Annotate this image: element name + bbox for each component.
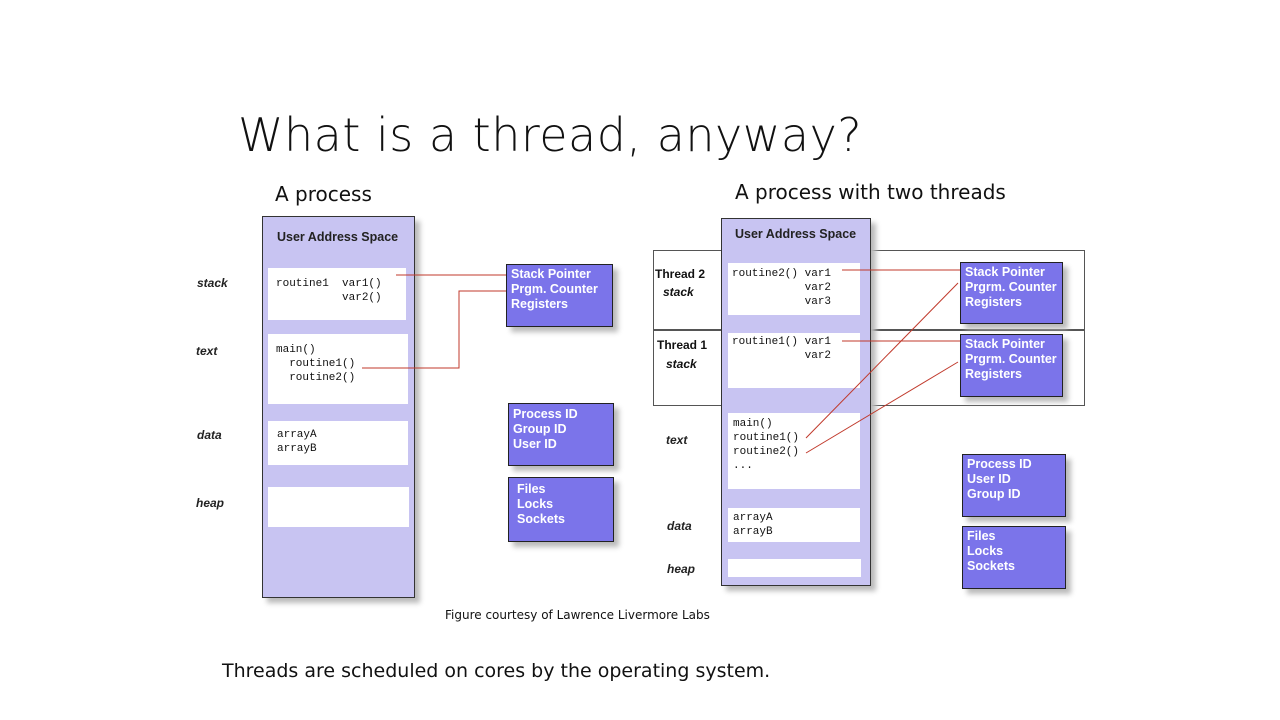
right-registers1-box: Stack Pointer Prgrm. Counter Registers	[960, 334, 1063, 397]
thread1-label: Thread 1	[657, 338, 708, 352]
left-ids-line: Group ID	[513, 422, 567, 436]
figure-caption: Figure courtesy of Lawrence Livermore La…	[445, 608, 710, 622]
left-stack-label: stack	[197, 276, 228, 290]
left-registers-line: Prgm. Counter	[511, 282, 598, 296]
right-registers2-box: Stack Pointer Prgrm. Counter Registers	[960, 262, 1063, 324]
right-registers1-line: Stack Pointer	[965, 337, 1045, 351]
right-data-code: arrayA arrayB	[733, 512, 773, 538]
left-resources-line: Sockets	[517, 512, 565, 526]
left-registers-line: Registers	[511, 297, 568, 311]
right-data-slot	[728, 508, 860, 542]
right-thread2-code: routine2() var1 var2 var3	[732, 268, 832, 308]
thread2-label: Thread 2	[655, 267, 706, 281]
right-heap-label: heap	[667, 562, 696, 576]
right-resources-box: Files Locks Sockets	[962, 526, 1066, 589]
left-data-code: arrayA arrayB	[277, 429, 317, 455]
right-thread1-code: routine1() var1 var2	[732, 336, 832, 362]
right-registers1-line: Prgrm. Counter	[965, 352, 1057, 366]
thread2-stack-label: stack	[663, 285, 694, 299]
right-registers2-line: Stack Pointer	[965, 265, 1045, 279]
left-registers-line: Stack Pointer	[511, 267, 591, 281]
right-resources-line: Files	[967, 529, 996, 543]
right-space-title: User Address Space	[735, 227, 857, 241]
right-registers1-line: Registers	[965, 367, 1022, 381]
left-ids-box: Process ID Group ID User ID	[508, 403, 614, 466]
right-ids-line: Process ID	[967, 457, 1032, 471]
right-heading: A process with two threads	[735, 180, 1006, 204]
thread1-stack-label: stack	[666, 357, 697, 371]
left-ids-line: User ID	[513, 437, 557, 451]
right-registers2-line: Prgrm. Counter	[965, 280, 1057, 294]
right-text-code: main() routine1() routine2() ...	[733, 418, 800, 472]
right-heap-slot	[728, 559, 861, 577]
left-heap-label: heap	[196, 496, 225, 510]
right-ids-line: User ID	[967, 472, 1011, 486]
left-ids-line: Process ID	[513, 407, 578, 421]
right-ids-box: Process ID User ID Group ID	[962, 454, 1066, 517]
right-resources-line: Sockets	[967, 559, 1015, 573]
right-text-label: text	[666, 433, 688, 447]
left-text-code: main() routine1() routine2()	[276, 344, 356, 384]
left-heading: A process	[275, 182, 372, 206]
right-registers2-line: Registers	[965, 295, 1022, 309]
left-heap-slot	[268, 487, 409, 527]
left-resources-box: Files Locks Sockets	[508, 477, 614, 542]
left-resources-line: Locks	[517, 497, 554, 511]
left-space-title: User Address Space	[277, 230, 399, 244]
left-stack-code: routine1 var1() var2()	[276, 278, 382, 304]
left-registers-box: Stack Pointer Prgm. Counter Registers	[506, 264, 613, 327]
right-resources-line: Locks	[967, 544, 1004, 558]
left-resources-line: Files	[517, 482, 546, 496]
right-ids-line: Group ID	[967, 487, 1021, 501]
left-data-slot	[268, 421, 408, 465]
left-text-label: text	[196, 344, 218, 358]
slide-footer: Threads are scheduled on cores by the op…	[222, 660, 771, 682]
slide-title: What is a thread, anyway?	[238, 108, 863, 162]
left-data-label: data	[197, 428, 222, 442]
right-data-label: data	[667, 519, 692, 533]
